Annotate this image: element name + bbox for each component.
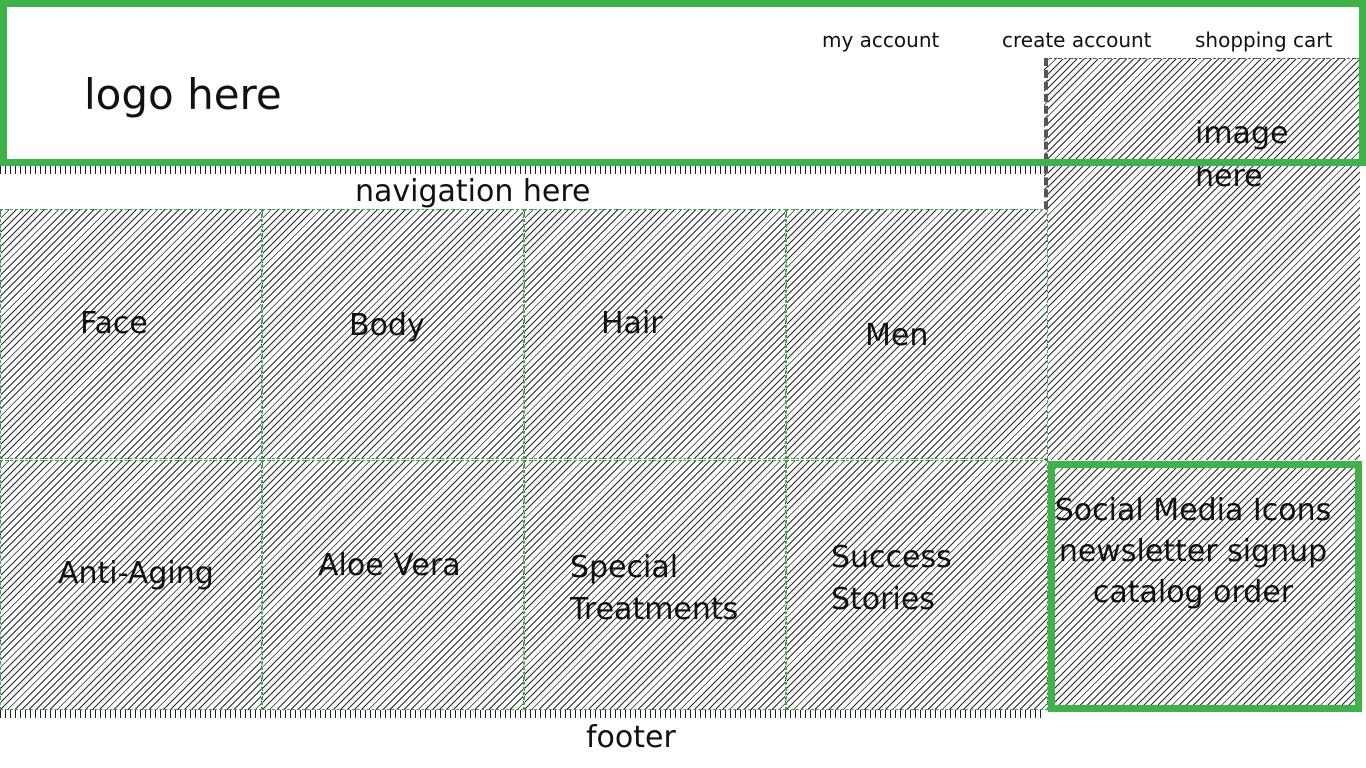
tile-label: Success Stories xyxy=(831,537,952,621)
category-tile-hair[interactable]: Hair xyxy=(524,209,786,459)
footer-placeholder: footer xyxy=(586,720,676,755)
shopping-cart-link[interactable]: shopping cart xyxy=(1195,28,1333,52)
tile-label: Anti-Aging xyxy=(58,556,214,591)
tile-label: Hair xyxy=(601,306,663,341)
social-newsletter-text: Social Media Icons newsletter signup cat… xyxy=(1048,490,1338,613)
create-account-link[interactable]: create account xyxy=(1002,28,1152,52)
social-media-icons-label[interactable]: Social Media Icons xyxy=(1054,493,1332,528)
tile-label: Aloe Vera xyxy=(318,548,461,583)
header-divider xyxy=(0,166,1044,174)
my-account-link[interactable]: my account xyxy=(822,28,940,52)
category-tile-body[interactable]: Body xyxy=(262,209,524,459)
category-tile-anti-aging[interactable]: Anti-Aging xyxy=(0,460,262,710)
tile-label-line1: Special xyxy=(570,550,679,585)
category-tile-men[interactable]: Men xyxy=(786,209,1048,459)
image-placeholder xyxy=(1044,58,1360,460)
tile-label-line2: Treatments xyxy=(570,592,739,627)
catalog-order-label[interactable]: catalog order xyxy=(1092,575,1294,610)
social-newsletter-box xyxy=(1048,461,1362,712)
category-tile-special-treatments[interactable]: Special Treatments xyxy=(524,460,786,710)
tile-label-line2: Stories xyxy=(831,582,935,617)
navigation-placeholder[interactable]: navigation here xyxy=(355,174,591,209)
tile-label: Body xyxy=(349,308,425,343)
category-tile-success-stories[interactable]: Success Stories xyxy=(786,460,1048,710)
tile-label: Men xyxy=(865,318,929,353)
category-tile-aloe-vera[interactable]: Aloe Vera xyxy=(262,460,524,710)
tile-label-line1: Success xyxy=(831,540,952,575)
footer-divider xyxy=(0,710,1044,718)
logo-placeholder[interactable]: logo here xyxy=(84,70,282,119)
newsletter-signup-label[interactable]: newsletter signup xyxy=(1058,534,1328,569)
tile-label: Special Treatments xyxy=(570,547,738,631)
image-label-line1: image xyxy=(1195,116,1289,151)
category-tile-face[interactable]: Face xyxy=(0,209,262,459)
header xyxy=(0,0,1366,166)
tile-label: Face xyxy=(80,306,148,341)
